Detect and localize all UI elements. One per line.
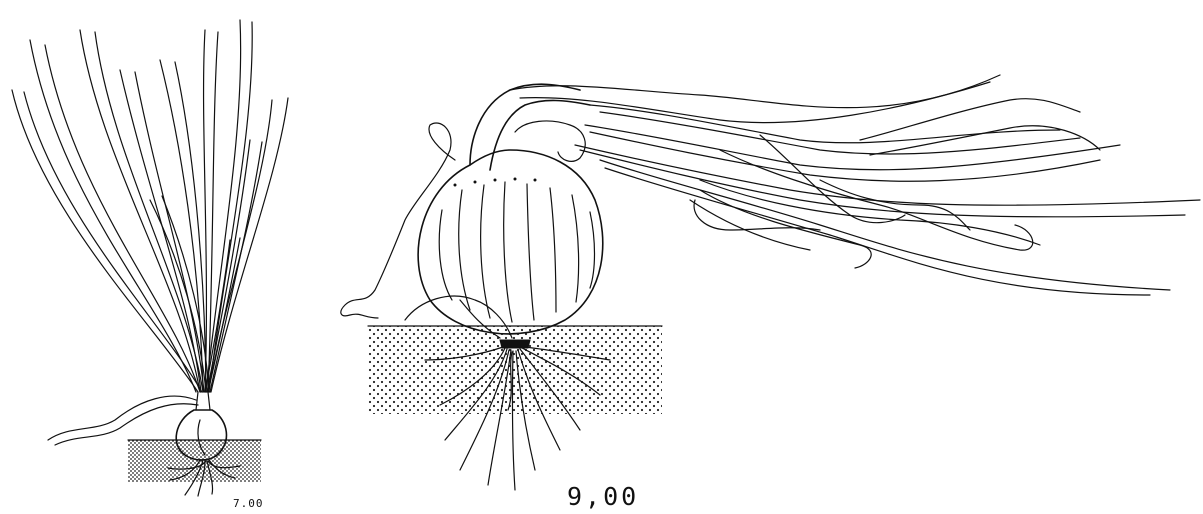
young-onion-leaves [12,20,288,392]
mature-onion-bulb [418,150,603,334]
young-onion-stem [196,392,210,410]
mature-onion-bulb-dots [454,178,537,187]
soil-block-small [128,440,261,482]
soil-block-large [368,326,662,414]
mature-onion-dry-leaf-right [515,121,585,161]
figure-label-mature: 9,00 [567,482,639,511]
mature-onion-fallen-leaves [510,75,1200,295]
mature-onion-bulb-ridges [439,182,594,322]
young-onion-figure [12,20,288,496]
mature-onion-figure [341,75,1200,490]
mature-onion-dry-leaf-left [341,123,455,318]
figure-label-young: 7.00 [233,497,264,510]
